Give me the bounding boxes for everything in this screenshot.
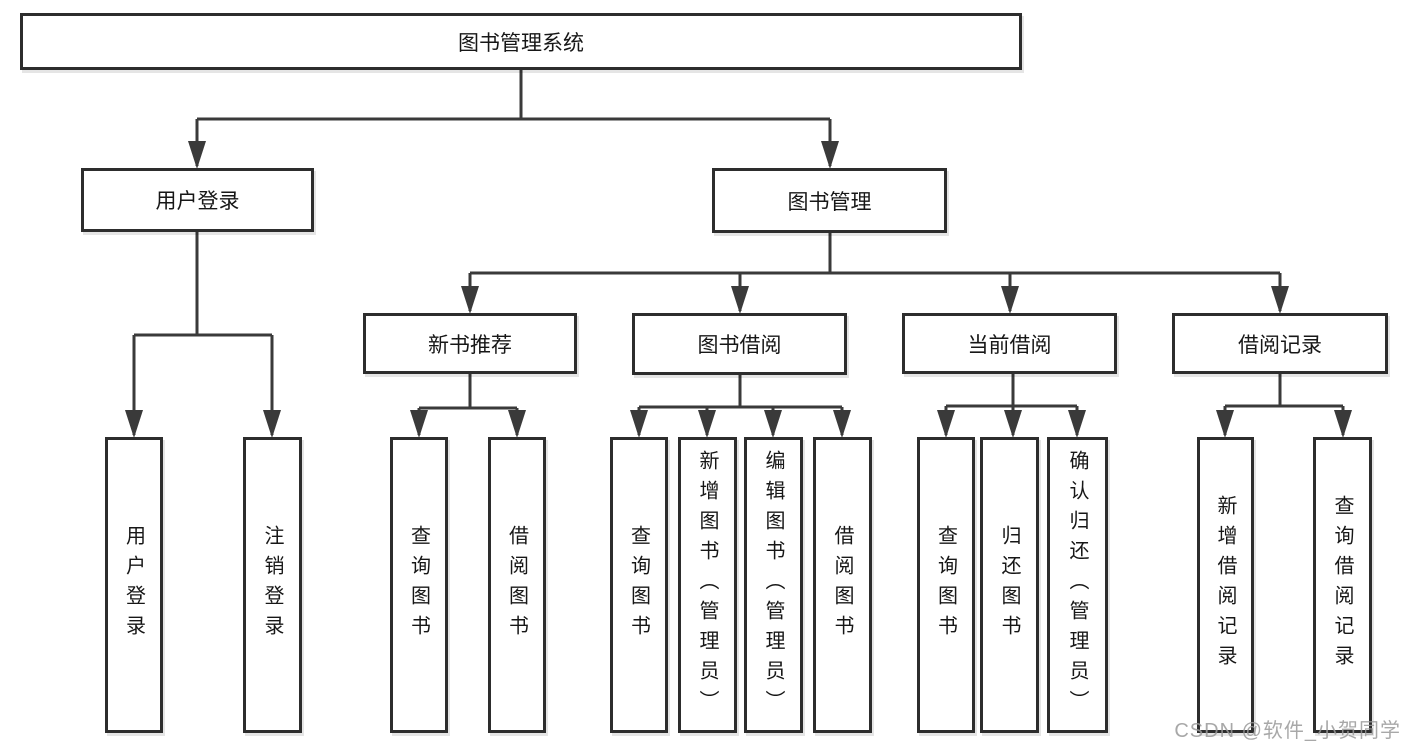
node-label: 新书推荐 <box>428 333 512 357</box>
node-label: 借阅图书 <box>505 525 528 645</box>
arrowhead-icons <box>125 141 1352 438</box>
leaf-query-books-borrow: 查询图书 <box>610 437 668 733</box>
node-borrow-records: 借阅记录 <box>1172 313 1388 374</box>
leaf-add-books-admin: 新增图书（管理员） <box>678 437 737 733</box>
node-label: 编辑图书（管理员） <box>762 450 784 720</box>
node-label: 确认归还（管理员） <box>1066 450 1088 720</box>
node-label: 查询借阅记录 <box>1331 495 1353 675</box>
node-label: 当前借阅 <box>967 333 1052 357</box>
node-label: 查询图书 <box>627 525 650 645</box>
node-label: 查询图书 <box>934 525 957 645</box>
node-current-borrow: 当前借阅 <box>902 313 1117 374</box>
node-label: 借阅图书 <box>831 525 853 645</box>
node-label: 注销登录 <box>261 525 283 645</box>
node-label: 用户登录 <box>155 190 240 213</box>
leaf-edit-books-admin: 编辑图书（管理员） <box>744 437 803 733</box>
node-label: 借阅记录 <box>1238 333 1322 357</box>
node-user-login: 用户登录 <box>81 168 314 232</box>
node-system-root: 图书管理系统 <box>20 13 1022 70</box>
node-label: 用户登录 <box>122 525 145 645</box>
leaf-confirm-return-admin: 确认归还（管理员） <box>1047 437 1108 733</box>
leaf-query-borrow-record: 查询借阅记录 <box>1313 437 1372 733</box>
leaf-return-books: 归还图书 <box>980 437 1039 733</box>
leaf-query-books-current: 查询图书 <box>917 437 975 733</box>
leaf-user-login: 用户登录 <box>105 437 163 733</box>
node-label: 归还图书 <box>998 525 1020 645</box>
leaf-borrow-books-recommend: 借阅图书 <box>488 437 546 733</box>
node-label: 图书管理系统 <box>458 31 584 55</box>
node-label: 新增借阅记录 <box>1214 495 1236 675</box>
leaf-borrow-books: 借阅图书 <box>813 437 872 733</box>
node-label: 新增图书（管理员） <box>696 450 718 720</box>
node-book-borrow: 图书借阅 <box>632 313 847 375</box>
csdn-watermark: CSDN @软件_小贺同学 <box>1174 720 1401 742</box>
node-book-management: 图书管理 <box>712 168 947 233</box>
node-new-book-recommend: 新书推荐 <box>363 313 577 374</box>
leaf-logout: 注销登录 <box>243 437 302 733</box>
node-label: 查询图书 <box>407 525 430 645</box>
node-label: 图书借阅 <box>697 334 782 357</box>
leaf-query-books-recommend: 查询图书 <box>390 437 448 733</box>
leaf-add-borrow-record: 新增借阅记录 <box>1197 437 1254 733</box>
node-label: 图书管理 <box>787 190 872 214</box>
